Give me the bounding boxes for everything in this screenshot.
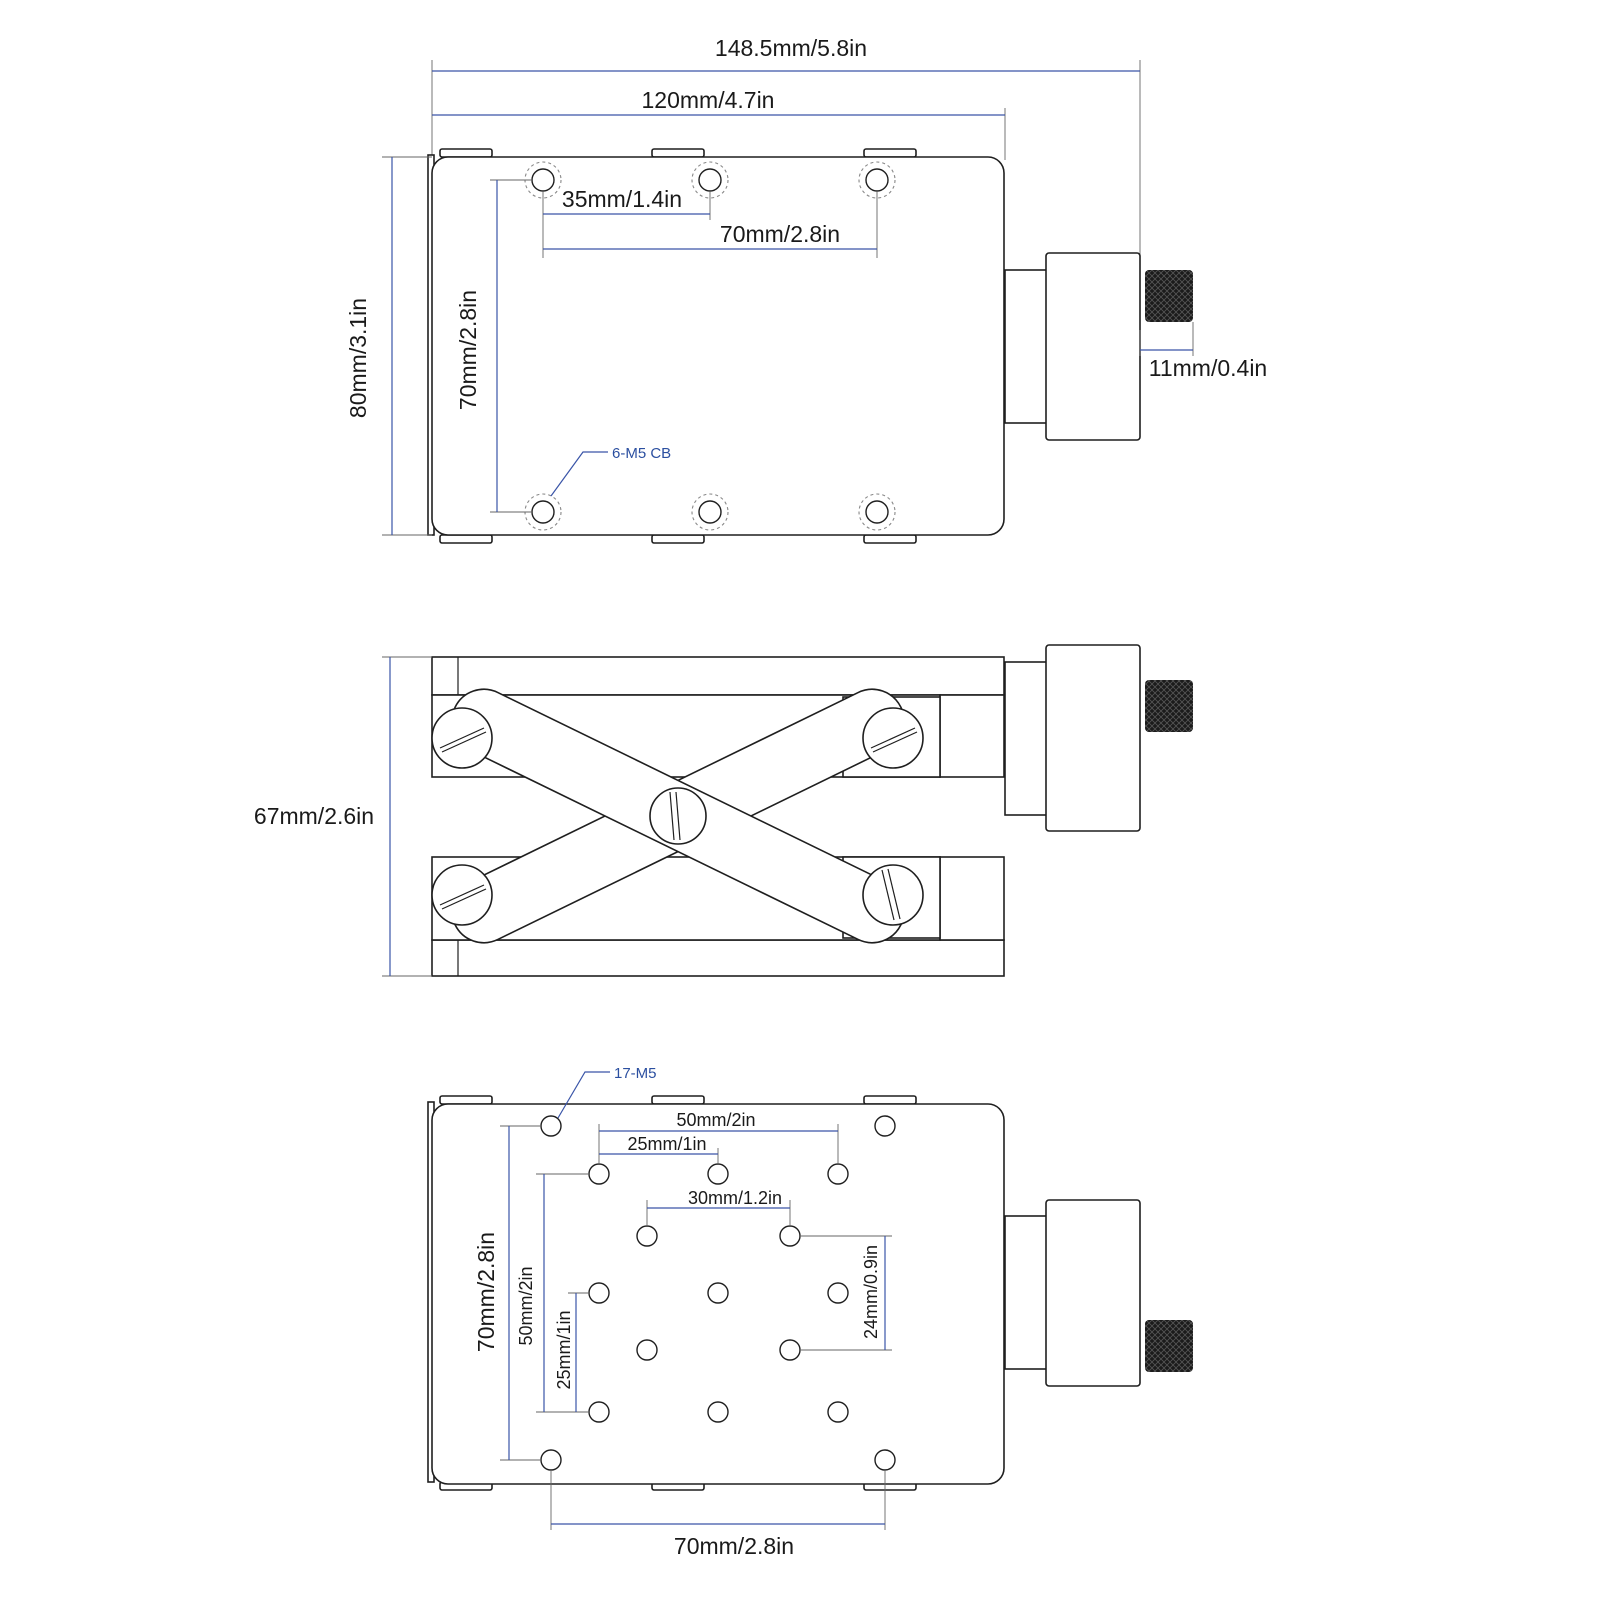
top-view: 148.5mm/5.8in 120mm/4.7in 35mm/1.4in 70m… xyxy=(345,35,1267,544)
vertical-70-label: 70mm/2.8in xyxy=(473,1232,499,1352)
pivot-screw-icon xyxy=(431,707,493,769)
micrometer-sleeve xyxy=(1004,661,1048,816)
knurled-knob-icon xyxy=(1145,680,1193,732)
m5-hole xyxy=(588,1282,610,1304)
bottom-tab xyxy=(863,534,917,544)
lower-block xyxy=(939,856,1005,941)
vertical-50-label: 50mm/2in xyxy=(516,1266,536,1345)
upper-plate xyxy=(431,656,1005,696)
m5-hole xyxy=(827,1163,849,1185)
knurled-knob-icon xyxy=(1145,270,1193,322)
micrometer-barrel xyxy=(1045,1199,1141,1387)
m5-hole xyxy=(588,1401,610,1423)
body-width-label: 120mm/4.7in xyxy=(642,87,775,113)
counterbore-hole xyxy=(698,168,722,192)
side-view: 67mm/2.6in xyxy=(254,644,1193,977)
height-80-label: 80mm/3.1in xyxy=(345,298,371,418)
vertical-25-label: 25mm/1in xyxy=(554,1310,574,1389)
counterbore-hole xyxy=(531,168,555,192)
m5-callout-leader xyxy=(557,1071,610,1119)
knob-offset-label: 11mm/0.4in xyxy=(1149,355,1267,381)
m5-hole xyxy=(588,1163,610,1185)
bottom-width-label: 70mm/2.8in xyxy=(674,1533,794,1559)
top-tab xyxy=(651,148,705,158)
pivot-screw-icon xyxy=(862,864,924,926)
micrometer-sleeve xyxy=(1004,269,1048,424)
cb-callout-leader xyxy=(550,451,608,497)
m5-hole xyxy=(874,1449,896,1471)
micrometer-sleeve xyxy=(1004,1215,1048,1370)
m5-hole xyxy=(874,1115,896,1137)
m5-hole xyxy=(636,1225,658,1247)
m5-hole xyxy=(827,1282,849,1304)
overall-width-label: 148.5mm/5.8in xyxy=(715,35,867,61)
m5-callout-label: 17-M5 xyxy=(614,1065,657,1082)
pitch-30-label: 30mm/1.2in xyxy=(688,1188,782,1208)
micrometer-barrel xyxy=(1045,644,1141,832)
pivot-screw-icon xyxy=(649,787,707,845)
bottom-tab xyxy=(439,534,493,544)
top-tab xyxy=(651,1095,705,1105)
pitch-25-label: 25mm/1in xyxy=(627,1134,706,1154)
bottom-tab xyxy=(651,534,705,544)
height-67-label: 67mm/2.6in xyxy=(254,803,374,829)
pivot-screw-icon xyxy=(862,707,924,769)
top-tab xyxy=(439,1095,493,1105)
counterbore-hole xyxy=(698,500,722,524)
m5-hole xyxy=(636,1339,658,1361)
pitch-35-label: 35mm/1.4in xyxy=(562,186,682,212)
top-tab xyxy=(863,148,917,158)
top-plate xyxy=(431,156,1005,536)
upper-block xyxy=(939,694,1005,778)
counterbore-hole xyxy=(531,500,555,524)
counterbore-hole xyxy=(865,500,889,524)
row-spacing-label: 70mm/2.8in xyxy=(455,290,481,410)
vertical-24-label: 24mm/0.9in xyxy=(861,1245,881,1339)
m5-hole xyxy=(707,1282,729,1304)
m5-hole xyxy=(540,1115,562,1137)
m5-hole xyxy=(779,1225,801,1247)
m5-hole xyxy=(827,1401,849,1423)
lower-plate xyxy=(431,939,1005,977)
top-tab xyxy=(863,1095,917,1105)
m5-hole xyxy=(540,1449,562,1471)
top-tab xyxy=(439,148,493,158)
m5-hole xyxy=(707,1401,729,1423)
m5-hole xyxy=(779,1339,801,1361)
pivot-screw-icon xyxy=(431,864,493,926)
m5-hole xyxy=(707,1163,729,1185)
cb-callout-label: 6-M5 CB xyxy=(612,445,671,462)
bottom-view: 17-M5 50mm/2in 25mm/1in 30mm/1.2in 70mm/… xyxy=(427,1065,1193,1559)
knurled-knob-icon xyxy=(1145,1320,1193,1372)
counterbore-hole xyxy=(865,168,889,192)
pitch-70-label: 70mm/2.8in xyxy=(720,221,840,247)
micrometer-barrel xyxy=(1045,252,1141,441)
pitch-50-label: 50mm/2in xyxy=(676,1110,755,1130)
